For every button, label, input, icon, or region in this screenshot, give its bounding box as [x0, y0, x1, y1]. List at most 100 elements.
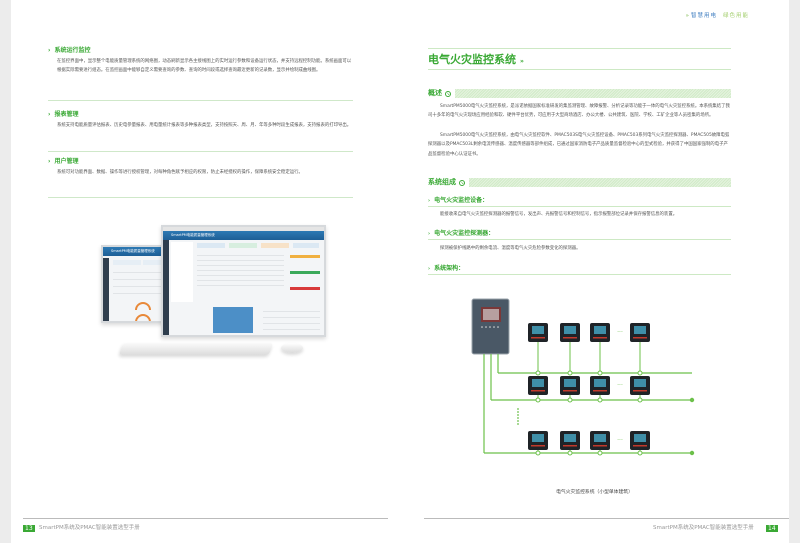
detector-screen	[532, 326, 544, 334]
detector-led-strip	[633, 445, 647, 447]
bus-node	[567, 370, 573, 376]
continuation-dot	[517, 420, 519, 422]
feature-title: ›系统运行监控	[48, 47, 91, 54]
back-monitor: SmartPM电能质量管理系统	[101, 245, 171, 323]
bus-node	[535, 397, 541, 403]
feature-text: 系统可对功能界面、数据、操作等进行授权管理，对每种角色赋予相应的权限，防止未经授…	[57, 170, 303, 175]
divider	[48, 197, 353, 198]
feature-title: ›用户管理	[48, 158, 79, 165]
ellipsis-label: ···	[617, 382, 623, 389]
bus-node	[637, 450, 643, 456]
double-chevron-icon: »	[685, 13, 689, 19]
subsection-detector: ›电气火灾监控探测器：	[428, 230, 731, 240]
divider	[48, 151, 353, 152]
circle-arrow-icon: ↘	[459, 179, 465, 186]
ellipsis-label: ···	[617, 329, 623, 336]
ellipsis-label: ···	[617, 437, 623, 444]
bus-node	[637, 370, 643, 376]
section-overview-heading: 概述 ↘	[428, 89, 731, 98]
detector-led-strip	[633, 337, 647, 339]
detector-screen	[532, 379, 544, 387]
feature-title: ›报表管理	[48, 111, 79, 118]
chevron-right-icon: ›	[428, 231, 431, 237]
bus-end-dot	[689, 450, 695, 456]
subsection-text: 能接收来自电气火灾监控探测器的报警信号，发出声、光报警信号和控制信号，指示报警部…	[440, 212, 678, 217]
chevron-right-icon: ›	[428, 266, 431, 272]
mouse-image	[281, 343, 303, 353]
detector-led-strip	[531, 390, 545, 392]
detector-screen	[564, 434, 576, 442]
feature-user-management: ›用户管理 系统可对功能界面、数据、操作等进行授权管理，对每种角色赋予相应的权限…	[48, 158, 353, 177]
feature-system-monitoring: ›系统运行监控 在监控界面中，显示整个电能质量管理系统的网络图，动态刷新显示各主…	[48, 47, 353, 76]
detector-led-strip	[531, 337, 545, 339]
detector-screen	[594, 434, 606, 442]
overview-paragraph: SmartPM5000电气火灾监控系统，是派诺依据国家标准研发的集监测管理、故障…	[428, 104, 730, 119]
area-chart	[213, 307, 253, 333]
front-monitor: SmartPM电能质量管理系统	[161, 225, 326, 337]
detector-screen	[634, 434, 646, 442]
detector-screen	[564, 379, 576, 387]
footer-rule	[424, 518, 789, 519]
detector-screen	[594, 379, 606, 387]
continuation-dot	[517, 423, 519, 425]
left-page: ›系统运行监控 在监控界面中，显示整个电能质量管理系统的网络图，动态刷新显示各主…	[11, 0, 400, 543]
bus-node	[597, 370, 603, 376]
title-rule-top	[428, 48, 731, 49]
detector-led-strip	[531, 445, 545, 447]
architecture-svg: ··· ··· ···	[471, 298, 695, 456]
section-composition-heading: 系统组成 ↘	[428, 178, 731, 187]
detector-screen	[564, 326, 576, 334]
detector-screen	[634, 379, 646, 387]
chevron-right-icon: ›	[48, 47, 51, 54]
device-button	[497, 326, 499, 328]
feature-text: 系统支持电能质量评估报表、历史电参量报表、用电量统计报表等多种报表类型，支持按照…	[57, 123, 352, 128]
detector-led-strip	[593, 337, 607, 339]
brand-slogan: »智慧用电绿色用能	[685, 13, 749, 19]
chevron-right-icon: ›	[48, 111, 51, 118]
bus-node	[535, 450, 541, 456]
double-chevron-icon: »	[520, 58, 524, 65]
device-button	[489, 326, 491, 328]
bus-end-dot	[689, 397, 695, 403]
detector-screen	[634, 326, 646, 334]
detector-led-strip	[563, 445, 577, 447]
divider	[48, 100, 353, 101]
device-button	[485, 326, 487, 328]
circle-arrow-icon: ↘	[445, 90, 451, 97]
overview-paragraph: SmartPM5000电气火灾监控系统，由电气火灾监控软件、PMAC503S电气…	[428, 133, 730, 157]
bus-node	[567, 450, 573, 456]
device-button	[481, 326, 483, 328]
page-number: 13	[23, 525, 35, 532]
device-button	[493, 326, 495, 328]
detector-screen	[532, 434, 544, 442]
title-rule-bottom	[428, 69, 731, 70]
subsection-monitoring-device: ›电气火灾监控设备：	[428, 197, 731, 207]
footer-title: SmartPM系统及PMAC智能装置选型手册	[653, 525, 754, 531]
software-screenshot-image: SmartPM电能质量管理系统 SmartPM电能质量管理系统	[101, 225, 326, 355]
chevron-right-icon: ›	[48, 158, 51, 165]
page-title: 电气火灾监控系统»	[428, 53, 524, 66]
chevron-right-icon: ›	[428, 198, 431, 204]
detector-led-strip	[633, 390, 647, 392]
footer-title: SmartPM系统及PMAC智能装置选型手册	[39, 525, 140, 531]
feature-report-management: ›报表管理 系统支持电能质量评估报表、历史电参量报表、用电量统计报表等多种报表类…	[48, 111, 353, 130]
page-number: 14	[766, 525, 778, 532]
bus-node	[535, 370, 541, 376]
continuation-dot	[517, 417, 519, 419]
bus-node	[637, 397, 643, 403]
bus-node	[567, 397, 573, 403]
detector-led-strip	[563, 337, 577, 339]
subsection-text: 探测被保护线路中的剩余电流、温度等电气火灾危险参数变化的探测器。	[440, 246, 581, 251]
detector-led-strip	[593, 390, 607, 392]
bus-node	[597, 450, 603, 456]
feature-text: 在监控界面中，显示整个电能质量管理系统的网络图，动态刷新显示各主接线图上的实时运…	[57, 59, 352, 74]
system-architecture-diagram: ··· ··· ···	[470, 295, 730, 495]
detector-led-strip	[593, 445, 607, 447]
keyboard-image	[118, 343, 274, 355]
device-screen	[483, 309, 499, 320]
right-page: »智慧用电绿色用能 电气火灾监控系统» 概述 ↘ SmartPM5000电气火灾…	[400, 0, 789, 543]
continuation-dot	[517, 408, 519, 410]
subsection-architecture: ›系统架构：	[428, 265, 731, 275]
detector-screen	[594, 326, 606, 334]
gauge-icon	[135, 314, 151, 321]
